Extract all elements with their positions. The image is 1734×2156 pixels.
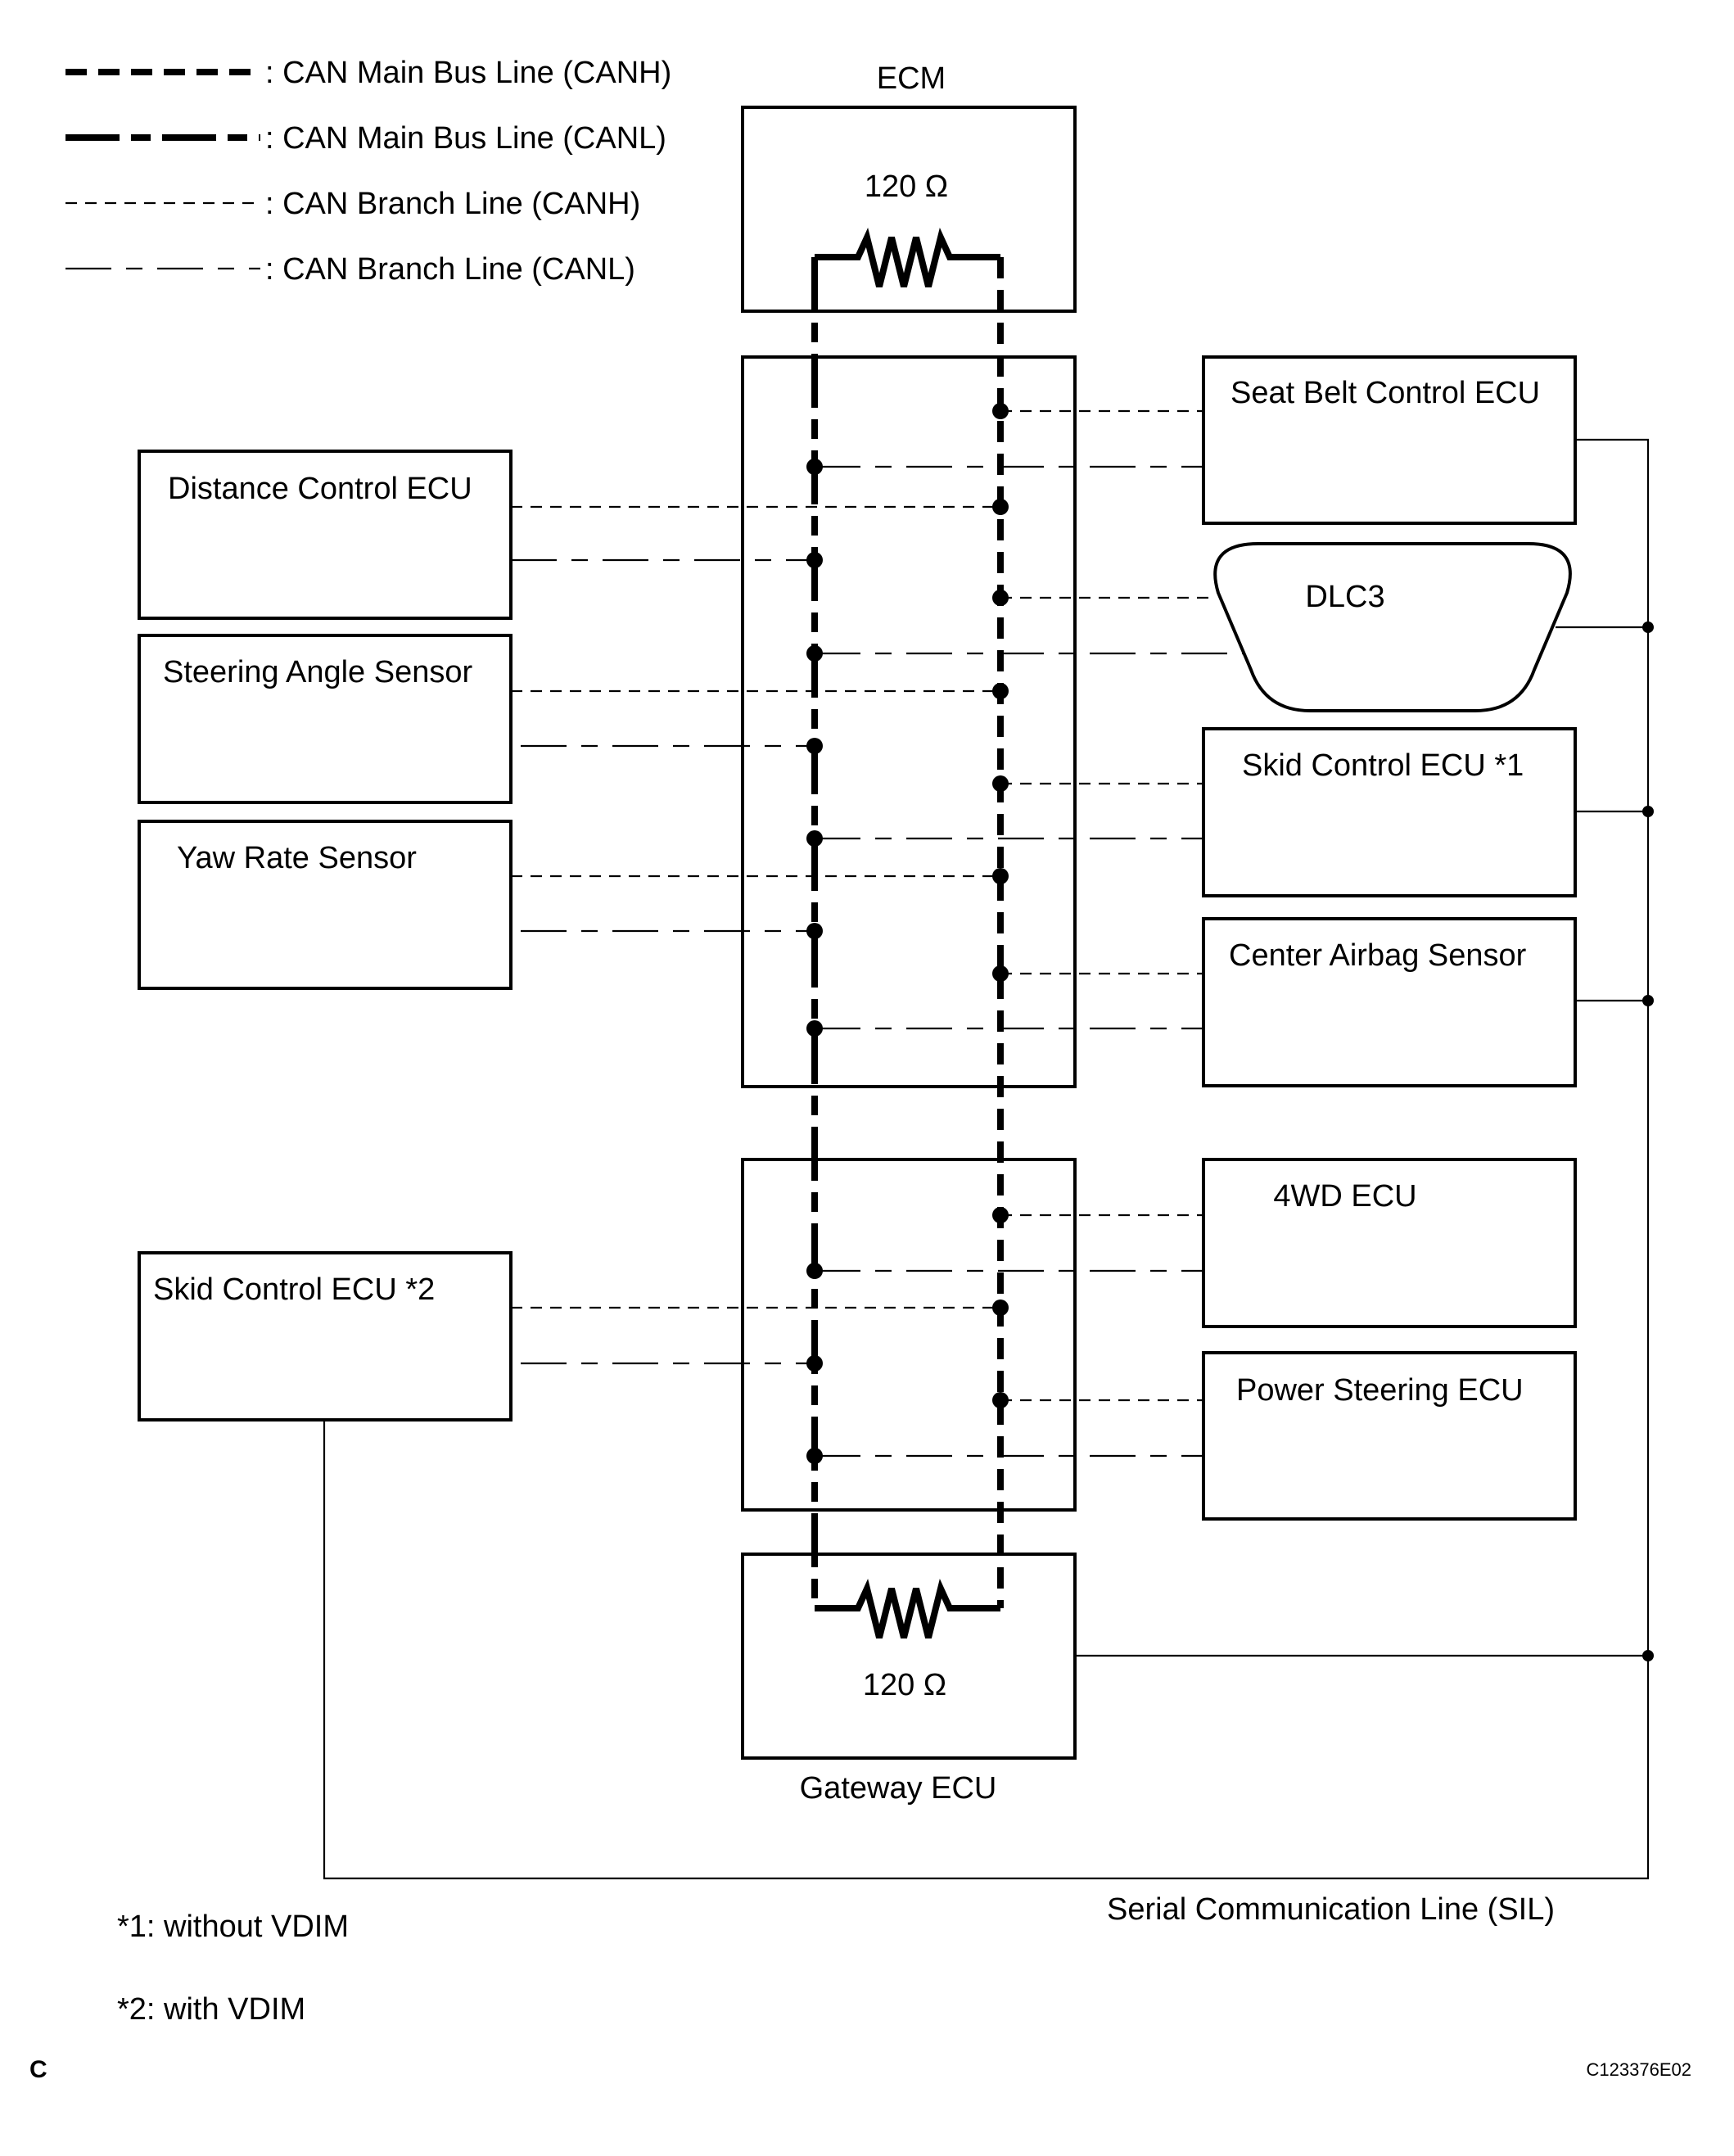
seat-belt-control-ecu-box bbox=[1202, 355, 1577, 525]
junction-dot bbox=[992, 590, 1009, 606]
junction-dot bbox=[806, 459, 823, 475]
sil-line bbox=[323, 438, 1654, 1880]
junction-dot bbox=[992, 868, 1009, 884]
junction-dot bbox=[992, 1392, 1009, 1408]
junction-dot bbox=[992, 499, 1009, 515]
dlc3-connector-shape bbox=[1213, 542, 1572, 712]
figure-code: C123376E02 bbox=[1587, 2059, 1691, 2080]
gateway-terminating-resistor bbox=[815, 1578, 1000, 1638]
junction-dot bbox=[806, 923, 823, 939]
ecm-terminating-resistor bbox=[815, 227, 1000, 287]
legend: : CAN Main Bus Line (CANH) : CAN Main Bu… bbox=[65, 56, 671, 287]
center-airbag-sensor-label: Center Airbag Sensor bbox=[1229, 938, 1527, 973]
junction-dot bbox=[806, 1448, 823, 1464]
power-steering-ecu-label: Power Steering ECU bbox=[1236, 1373, 1524, 1408]
junction-dot bbox=[806, 552, 823, 568]
fourwd-ecu-box bbox=[1202, 1158, 1577, 1328]
junction-dot bbox=[806, 645, 823, 662]
can-main-bus bbox=[811, 257, 1004, 1608]
gateway-resistor-value: 120 Ω bbox=[863, 1668, 946, 1702]
ecm-resistor-value: 120 Ω bbox=[865, 169, 948, 204]
junction-dot bbox=[992, 775, 1009, 792]
legend-can-branch-canh-label: : CAN Branch Line (CANH) bbox=[265, 187, 640, 221]
junction-dot bbox=[992, 403, 1009, 419]
sil-junction-dot bbox=[1642, 995, 1654, 1006]
ecm-title: ECM bbox=[877, 61, 946, 96]
footnote-1: *1: without VDIM bbox=[117, 1910, 349, 1944]
skid-control-ecu-2-label: Skid Control ECU *2 bbox=[153, 1272, 435, 1307]
yaw-rate-sensor-box bbox=[138, 820, 513, 990]
sil-label: Serial Communication Line (SIL) bbox=[1107, 1892, 1555, 1927]
skid-control-ecu-1-label: Skid Control ECU *1 bbox=[1242, 748, 1524, 783]
legend-can-branch-canl-label: : CAN Branch Line (CANL) bbox=[265, 252, 635, 287]
steering-angle-sensor-box bbox=[138, 634, 513, 804]
junction-dot bbox=[806, 1263, 823, 1279]
junction-dot bbox=[806, 1020, 823, 1037]
dlc3-label: DLC3 bbox=[1305, 580, 1384, 614]
ecm-box bbox=[741, 106, 1077, 313]
gateway-ecu-title: Gateway ECU bbox=[800, 1771, 997, 1806]
sil-junction-dot bbox=[1642, 1650, 1654, 1661]
junction-dot bbox=[806, 1355, 823, 1372]
steering-angle-sensor-label: Steering Angle Sensor bbox=[163, 655, 472, 689]
gateway-ecu-box bbox=[741, 1553, 1077, 1760]
footnote-2: *2: with VDIM bbox=[117, 1992, 305, 2027]
sil-bus-line bbox=[323, 438, 1650, 1880]
power-steering-ecu-box bbox=[1202, 1351, 1577, 1521]
distance-control-ecu-label: Distance Control ECU bbox=[168, 472, 472, 506]
yaw-rate-sensor-label: Yaw Rate Sensor bbox=[177, 841, 417, 875]
distance-control-ecu-box bbox=[138, 450, 513, 620]
corner-letter: C bbox=[29, 2056, 47, 2083]
junction-connector-1 bbox=[741, 355, 1077, 1088]
legend-can-main-canl-label: : CAN Main Bus Line (CANL) bbox=[265, 121, 666, 156]
junction-dot bbox=[806, 830, 823, 847]
legend-can-main-canh-label: : CAN Main Bus Line (CANH) bbox=[265, 56, 671, 90]
sil-junction-dot bbox=[1642, 806, 1654, 817]
can-branch-lines bbox=[511, 409, 1243, 1458]
fourwd-ecu-label: 4WD ECU bbox=[1273, 1179, 1416, 1214]
skid-control-ecu-2-box bbox=[138, 1251, 513, 1422]
junction-dot bbox=[992, 1299, 1009, 1316]
center-airbag-sensor-box bbox=[1202, 917, 1577, 1087]
junction-dot bbox=[992, 965, 1009, 982]
junction-dot bbox=[992, 683, 1009, 699]
skid-control-ecu-1-box bbox=[1202, 727, 1577, 897]
seat-belt-control-ecu-label: Seat Belt Control ECU bbox=[1231, 376, 1540, 410]
junction-dot bbox=[806, 738, 823, 754]
junction-dot bbox=[992, 1207, 1009, 1223]
sil-junction-dot bbox=[1642, 621, 1654, 633]
junction-dots bbox=[806, 403, 1009, 1464]
junction-connector-2 bbox=[741, 1158, 1077, 1512]
